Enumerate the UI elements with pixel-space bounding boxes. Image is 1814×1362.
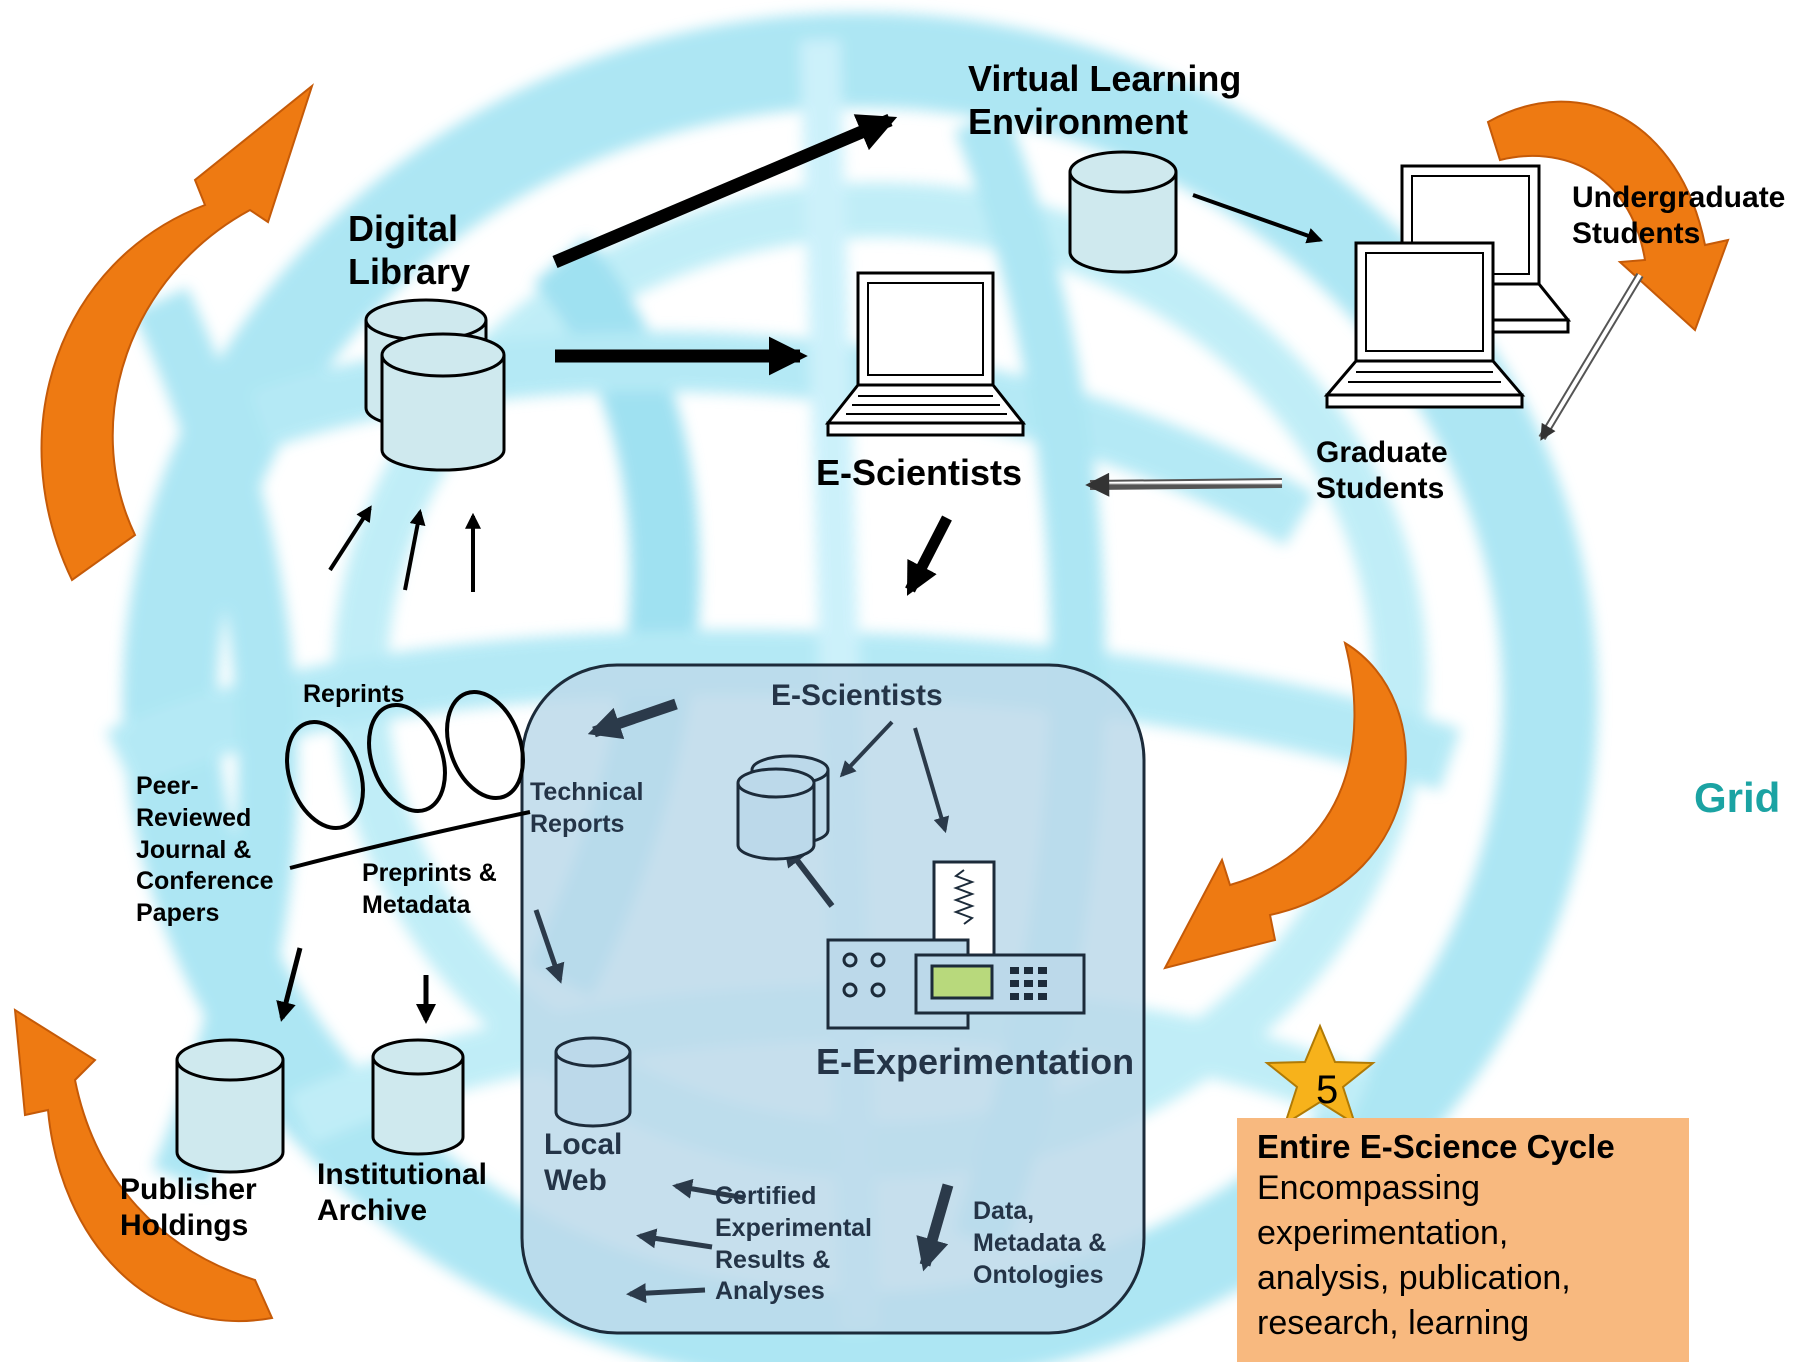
digital-library-label: Digital Library: [348, 208, 471, 293]
reprint-coil-icon: [285, 689, 531, 870]
step-number: 5: [1316, 1068, 1339, 1112]
arrow-reprints-up-1: [328, 505, 372, 572]
peer-reviewed-label: Peer- Reviewed Journal & Conference Pape…: [136, 772, 274, 927]
reprints-label: Reprints: [303, 680, 405, 708]
arrow-to-publisher: [276, 947, 303, 1022]
arrow-data-down: [916, 1183, 954, 1272]
cycle-arrow-right-middle: [1163, 640, 1407, 970]
digital-library-database-icon: [364, 298, 506, 472]
arrow-certified-1: [672, 1178, 746, 1201]
arrow-vle-to-students: [1192, 193, 1324, 244]
inner-database-icon: [736, 754, 830, 861]
callout-body: Encompassing experimentation, analysis, …: [1257, 1169, 1571, 1342]
arrow-escientists-to-db: [839, 720, 894, 778]
graduate-students-label: Graduate Students: [1316, 436, 1448, 505]
cycle-arrow-right-top: [1486, 100, 1730, 332]
certified-results-label: Certified Experimental Results & Analyse…: [715, 1182, 873, 1306]
inner-e-scientists-label: E-Scientists: [771, 679, 943, 712]
e-experimentation-label: E-Experimentation: [816, 1041, 1135, 1082]
publisher-holdings-database-icon: [175, 1038, 285, 1174]
cycle-arrow-left-bottom: [13, 1008, 274, 1323]
e-scientists-laptop-icon: [824, 271, 1027, 437]
callout-title: Entire E-Science Cycle: [1257, 1128, 1615, 1165]
arrow-to-technical-reports: [587, 698, 678, 740]
arrow-undergrad-to-graduate: [1538, 272, 1644, 441]
arrow-escientists-to-experimentation: [905, 515, 952, 596]
undergraduate-students-label: Undergraduate Students: [1572, 181, 1786, 250]
institutional-archive-label: Institutional Archive: [317, 1158, 487, 1227]
local-web-database-icon: [554, 1036, 632, 1128]
arrow-to-local-web: [533, 909, 565, 984]
graduate-laptop-icon: [1323, 241, 1526, 409]
arrow-library-to-vle: [552, 114, 898, 268]
publisher-holdings-label: Publisher Holdings: [120, 1173, 257, 1242]
vle-database-icon: [1068, 150, 1178, 274]
arrow-graduate-to-escientists: [1085, 472, 1283, 497]
lab-equipment-icon: [826, 860, 1086, 1030]
local-web-label: Local Web: [544, 1128, 623, 1197]
preprints-label: Preprints & Metadata: [362, 859, 497, 919]
e-science-cycle-callout: Entire E-Science Cycle Encompassing expe…: [1237, 1118, 1689, 1362]
institutional-archive-database-icon: [371, 1038, 465, 1156]
arrow-escientists-to-equipment: [913, 727, 950, 834]
star-icon: [1264, 1023, 1376, 1127]
grid-label: Grid: [1694, 774, 1781, 821]
data-metadata-label: Data, Metadata & Ontologies: [973, 1197, 1107, 1289]
arrow-certified-2: [636, 1228, 713, 1250]
technical-reports-label: Technical Reports: [530, 778, 644, 838]
cycle-arrow-left-top: [40, 83, 314, 582]
arrow-reprints-up-2: [403, 508, 426, 591]
virtual-learning-label: Virtual Learning Environment: [968, 58, 1242, 143]
e-scientists-label: E-Scientists: [816, 452, 1023, 493]
arrow-certified-3: [626, 1283, 706, 1304]
